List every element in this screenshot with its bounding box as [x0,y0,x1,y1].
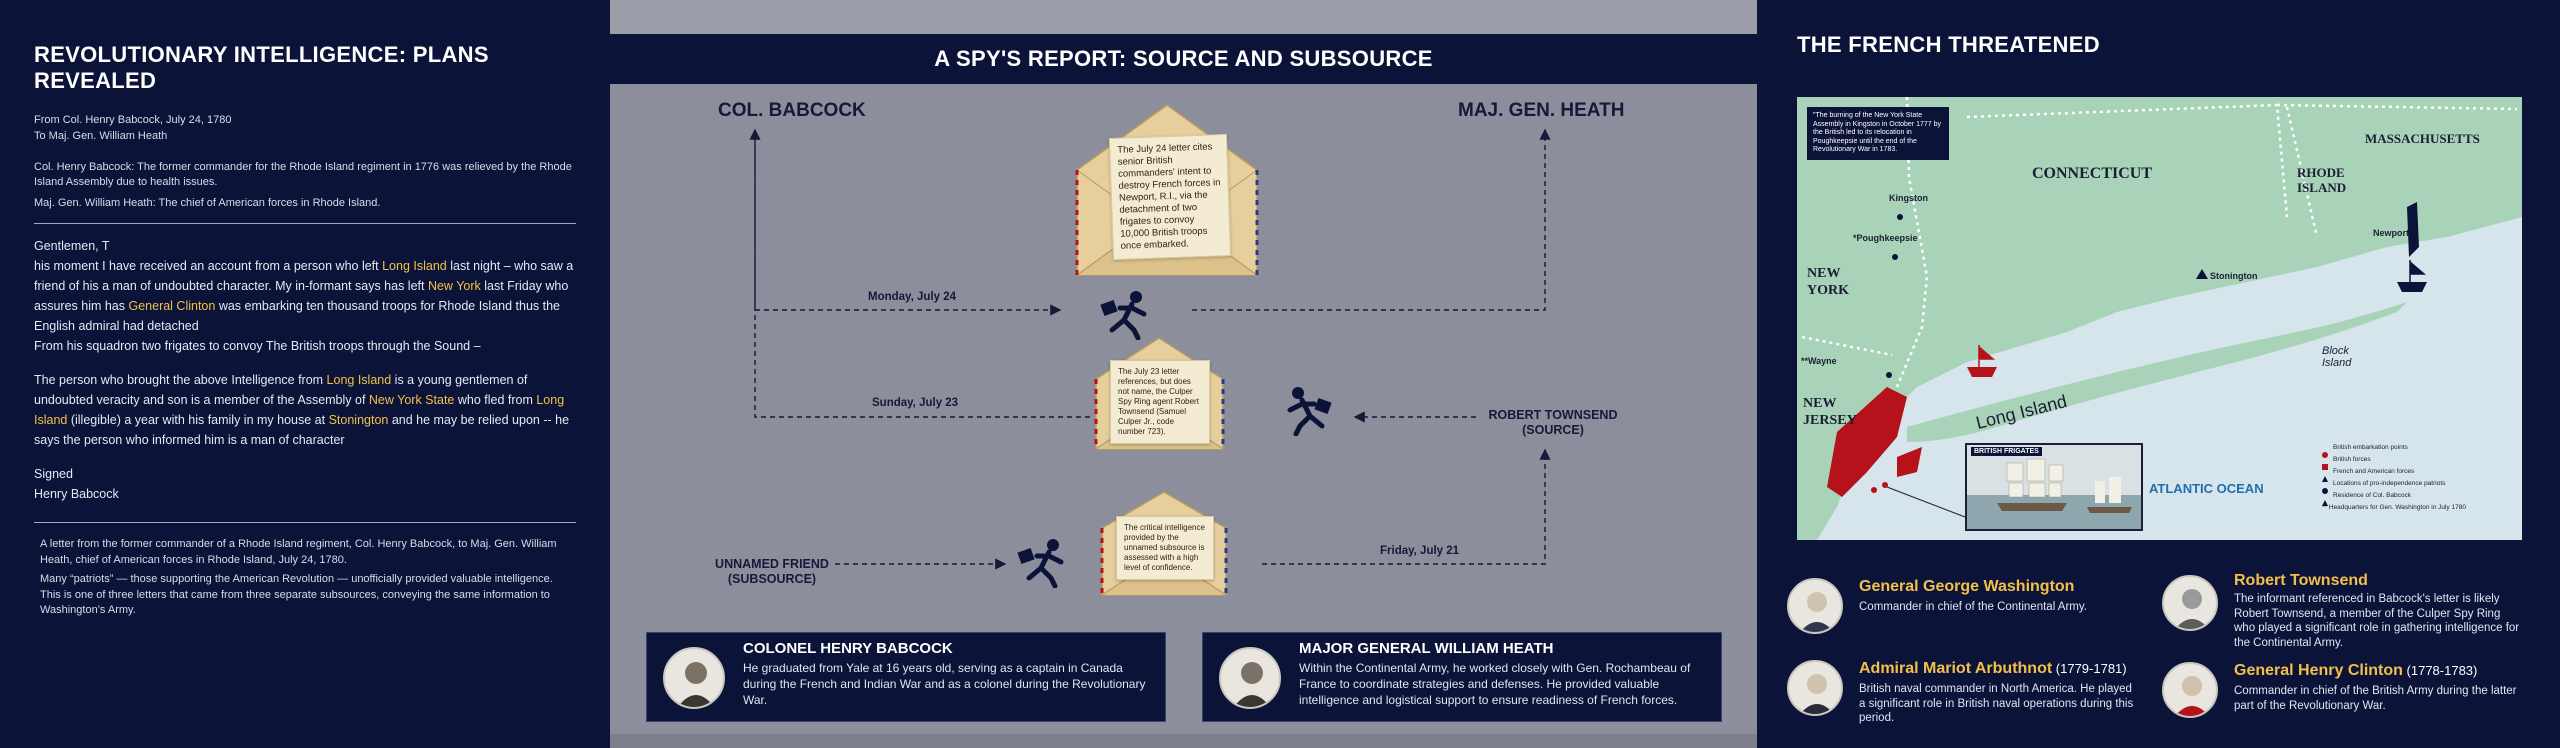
divider [34,522,576,523]
node-maj-gen-heath: MAJ. GEN. HEATH [1458,100,1625,121]
messenger-runner-icon [1100,291,1147,340]
letter-paragraph-3: The person who brought the above Intelli… [34,373,570,447]
note-patriots: Many “patriots” — those supporting the A… [40,573,553,616]
label-atlantic-ocean: ATLANTIC OCEAN [2149,481,2264,496]
legend-item: Residence of Col. Babcock [2333,492,2412,499]
legend-item: Locations of pro-independence patriots [2333,480,2446,487]
bio-text: Commander in chief of the British Army d… [2234,685,2517,712]
bio-text: British naval commander in North America… [1859,683,2134,724]
to-line: To Maj. Gen. William Heath [34,130,168,142]
divider [34,223,576,224]
letter-paragraph-2: From his squadron two frigates to convoy… [34,339,481,353]
french-threatened-title: THE FRENCH THREATENED [1797,32,2100,57]
card-major-general-heath: MAJOR GENERAL WILLIAM HEATH Within the C… [1202,632,1722,722]
date-friday: Friday, July 21 [1380,545,1460,557]
salutation: Gentlemen, T [34,239,110,253]
envelope-3-text: The critical intelligence provided by th… [1116,516,1214,580]
british-frigates-inset: BRITISH FRIGATES [1965,443,2143,531]
place-long-island: Long Island [326,373,392,387]
bio-george-washington: General George Washington Commander in c… [1787,578,2127,638]
bio-robert-townsend: Robert Townsend The informant referenced… [2162,572,2532,649]
date-monday: Monday, July 24 [868,291,956,303]
place-stonington: Stonington [328,413,389,427]
letter-transcript: Gentlemen, T his moment I have received … [34,236,576,504]
flow-line-babcock-to-heath [754,130,1062,316]
bio-name: General George Washington [1859,578,2075,595]
inset-label: BRITISH FRIGATES [1971,447,2042,456]
bio-name: General Henry Clinton (1778-1783) [2234,662,2478,679]
portrait-washington [1787,578,1843,634]
node-col-babcock: COL. BABCOCK [718,100,866,121]
map-legend: British embarkation points British force… [2322,442,2466,514]
spy-report-panel: A SPY'S REPORT: SOURCE AND SUBSOURCE COL… [610,0,1757,748]
messenger-runner-icon [1017,539,1064,588]
legend-item: ** Headquarters for Gen. Washington in J… [2322,504,2466,511]
label-connecticut: CONNECTICUT [2032,165,2153,182]
bio-heath: Maj. Gen. William Heath: The chief of Am… [34,197,381,209]
card-heath-text: Within the Continental Army, he worked c… [1299,661,1691,707]
envelope-2-text: The July 23 letter references, but does … [1110,360,1210,444]
letter-bios: Col. Henry Babcock: The former commander… [34,160,576,211]
spy-report-title: A SPY'S REPORT: SOURCE AND SUBSOURCE [610,34,1757,84]
bio-babcock: Col. Henry Babcock: The former commander… [34,161,572,188]
flow-line-sunday-to-babcock [749,128,1090,418]
map-graphic [1797,97,2522,540]
portrait-babcock [663,647,725,709]
envelope-1-text: The July 24 letter cites senior British … [1108,133,1232,261]
flow-diagram [749,128,1551,570]
texture-strip [610,734,1757,748]
place-long-island: Long Island [34,393,565,427]
signature-name: Henry Babcock [34,487,119,501]
bio-admiral-arbuthnot: Admiral Mariot Arbuthnot (1779-1781) Bri… [1787,660,2147,730]
portrait-arbuthnot [1787,660,1843,716]
messenger-runner-icon [1287,387,1332,436]
card-babcock-name: COLONEL HENRY BABCOCK [743,640,953,657]
letter-panel-title: REVOLUTIONARY INTELLIGENCE: PLANS REVEAL… [34,42,489,93]
person-general-clinton: General Clinton [128,299,216,313]
portrait-clinton [2162,662,2218,718]
town-stonington: Stonington [2210,271,2258,281]
town-kingston: Kingston [1889,193,1928,203]
letter-meta: From Col. Henry Babcock, July 24, 1780 T… [34,112,576,144]
map-quote-box: "The burning of the New York State Assem… [1807,107,1949,160]
card-colonel-babcock: COLONEL HENRY BABCOCK He graduated from … [646,632,1166,722]
legend-item: French and American forces [2333,468,2415,475]
place-long-island: Long Island [382,259,447,273]
texture-strip [610,0,1757,34]
node-robert-townsend: ROBERT TOWNSEND (SOURCE) [1488,408,1618,437]
bio-text: Commander in chief of the Continental Ar… [1859,601,2087,613]
card-babcock-text: He graduated from Yale at 16 years old, … [743,661,1146,707]
town-poughkeepsie: *Poughkeepsie [1853,233,1918,243]
portrait-townsend [2162,575,2218,631]
from-line: From Col. Henry Babcock, July 24, 1780 [34,114,232,126]
note-letter-source: A letter from the former commander of a … [40,538,557,566]
town-wayne: **Wayne [1801,356,1837,366]
bio-text: The informant referenced in Babcock's le… [2234,593,2520,649]
letter-panel: REVOLUTIONARY INTELLIGENCE: PLANS REVEAL… [0,0,610,748]
bio-henry-clinton: General Henry Clinton (1778-1783) Comman… [2162,662,2532,732]
card-heath-name: MAJOR GENERAL WILLIAM HEATH [1299,640,1554,657]
bio-name: Admiral Mariot Arbuthnot (1779-1781) [1859,660,2127,677]
legend-item: British forces [2333,456,2371,463]
letter-paragraph-1: his moment I have received an account fr… [34,259,574,333]
date-sunday: Sunday, July 23 [872,397,959,409]
portrait-heath [1219,647,1281,709]
legend-item: British embarkation points [2333,444,2408,451]
flow-line-monday-to-heath [1192,128,1551,311]
node-unnamed-friend: UNNAMED FRIEND (SUBSOURCE) [715,557,829,586]
bio-name: Robert Townsend [2234,572,2368,589]
signed-label: Signed [34,467,73,481]
french-threatened-panel: THE FRENCH THREATENED [1757,0,2560,748]
map: "The burning of the New York State Assem… [1797,97,2522,540]
town-newport: Newport [2373,228,2409,238]
place-new-york: New York [427,279,481,293]
flow-line-friday-to-townsend [1262,448,1551,565]
letter-notes: A letter from the former commander of a … [34,537,576,619]
place-new-york-state: New York State [368,393,455,407]
label-massachusetts: MASSACHUSETTS [2365,131,2480,146]
